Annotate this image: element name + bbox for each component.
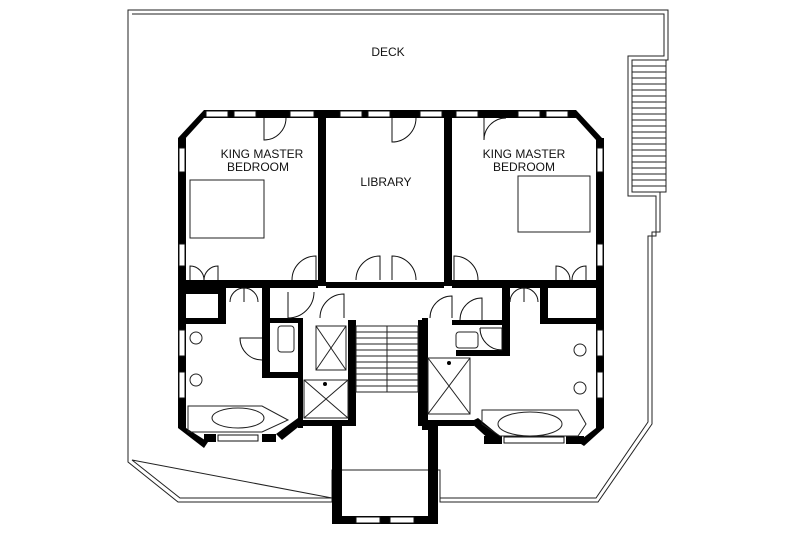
label-bedroom-right-line1: KING MASTER bbox=[483, 147, 566, 161]
interior-stairs bbox=[355, 325, 419, 393]
deck-outline bbox=[127, 9, 669, 503]
label-deck: DECK bbox=[371, 45, 404, 59]
label-bedroom-left-line2: BEDROOM bbox=[227, 160, 289, 174]
house-walls bbox=[178, 110, 604, 524]
doors bbox=[189, 117, 587, 361]
fixtures bbox=[187, 325, 587, 437]
label-bedroom-right-line2: BEDROOM bbox=[493, 160, 555, 174]
label-library: LIBRARY bbox=[360, 175, 411, 189]
showers bbox=[303, 325, 471, 419]
exterior-stairs bbox=[631, 59, 667, 193]
room-labels: DECK LIBRARY KING MASTER BEDROOM KING MA… bbox=[221, 45, 566, 189]
beds bbox=[189, 175, 591, 239]
label-bedroom-left-line1: KING MASTER bbox=[221, 147, 304, 161]
windows bbox=[178, 110, 604, 524]
